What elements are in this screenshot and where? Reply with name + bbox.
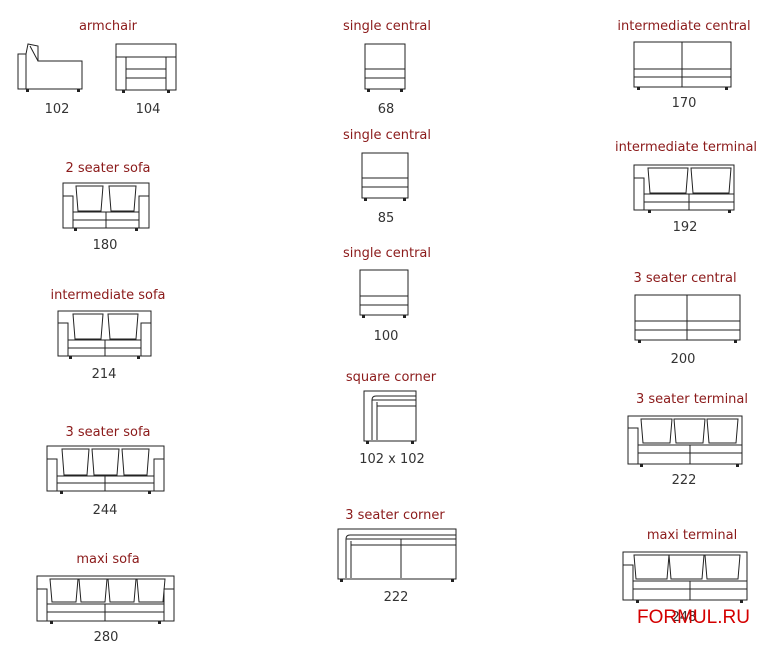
maxi-sofa-title: maxi sofa bbox=[76, 552, 140, 567]
intermediate-central-size: 170 bbox=[671, 96, 697, 111]
intermediate-sofa-size: 214 bbox=[91, 367, 117, 382]
three-seater-sofa-title: 3 seater sofa bbox=[65, 425, 151, 440]
square-corner-title: square corner bbox=[345, 370, 437, 385]
maxi-terminal-size: 248 bbox=[671, 610, 697, 625]
single-central-68-title: single central bbox=[342, 19, 432, 34]
three-seater-corner-title: 3 seater corner bbox=[345, 508, 445, 523]
single-central-100-title: single central bbox=[342, 246, 432, 261]
three-seater-corner-size: 222 bbox=[383, 590, 409, 605]
three-seater-terminal-size: 222 bbox=[671, 473, 697, 488]
three-seater-corner-drawing bbox=[337, 528, 457, 582]
intermediate-terminal-title: intermediate terminal bbox=[614, 140, 758, 155]
intermediate-central-drawing bbox=[633, 41, 732, 90]
three-seater-sofa-size: 244 bbox=[92, 503, 118, 518]
three-seater-central-title: 3 seater central bbox=[633, 271, 737, 286]
armchair-title: armchair bbox=[78, 19, 138, 34]
three-seater-terminal-drawing bbox=[627, 415, 743, 467]
single-central-85-title: single central bbox=[342, 128, 432, 143]
single-central-85-size: 85 bbox=[377, 211, 395, 226]
armchair-102-drawing bbox=[17, 43, 83, 92]
armchair-102-size: 102 bbox=[44, 102, 70, 117]
square-corner-size: 102 x 102 bbox=[359, 452, 425, 467]
two-seater-sofa-drawing bbox=[62, 182, 150, 231]
three-seater-central-drawing bbox=[634, 294, 741, 343]
two-seater-sofa-title: 2 seater sofa bbox=[65, 161, 151, 176]
intermediate-terminal-size: 192 bbox=[672, 220, 698, 235]
maxi-terminal-title: maxi terminal bbox=[646, 528, 738, 543]
single-central-68-size: 68 bbox=[377, 102, 395, 117]
watermark-logo: FORMUL.RU bbox=[637, 607, 750, 628]
intermediate-sofa-title: intermediate sofa bbox=[50, 288, 166, 303]
maxi-sofa-drawing bbox=[36, 575, 175, 624]
maxi-terminal-drawing bbox=[622, 551, 748, 603]
intermediate-sofa-drawing bbox=[57, 310, 152, 359]
single-central-100-size: 100 bbox=[373, 329, 399, 344]
single-central-100-drawing bbox=[359, 269, 409, 318]
single-central-68-drawing bbox=[364, 43, 406, 92]
intermediate-central-title: intermediate central bbox=[617, 19, 751, 34]
two-seater-sofa-size: 180 bbox=[92, 238, 118, 253]
three-seater-terminal-title: 3 seater terminal bbox=[635, 392, 749, 407]
intermediate-terminal-drawing bbox=[633, 164, 735, 213]
single-central-85-drawing bbox=[361, 152, 409, 201]
three-seater-sofa-drawing bbox=[46, 445, 165, 494]
armchair-104-size: 104 bbox=[135, 102, 161, 117]
three-seater-central-size: 200 bbox=[670, 352, 696, 367]
maxi-sofa-size: 280 bbox=[93, 630, 119, 645]
square-corner-drawing bbox=[363, 390, 417, 444]
armchair-104-drawing bbox=[115, 43, 177, 93]
